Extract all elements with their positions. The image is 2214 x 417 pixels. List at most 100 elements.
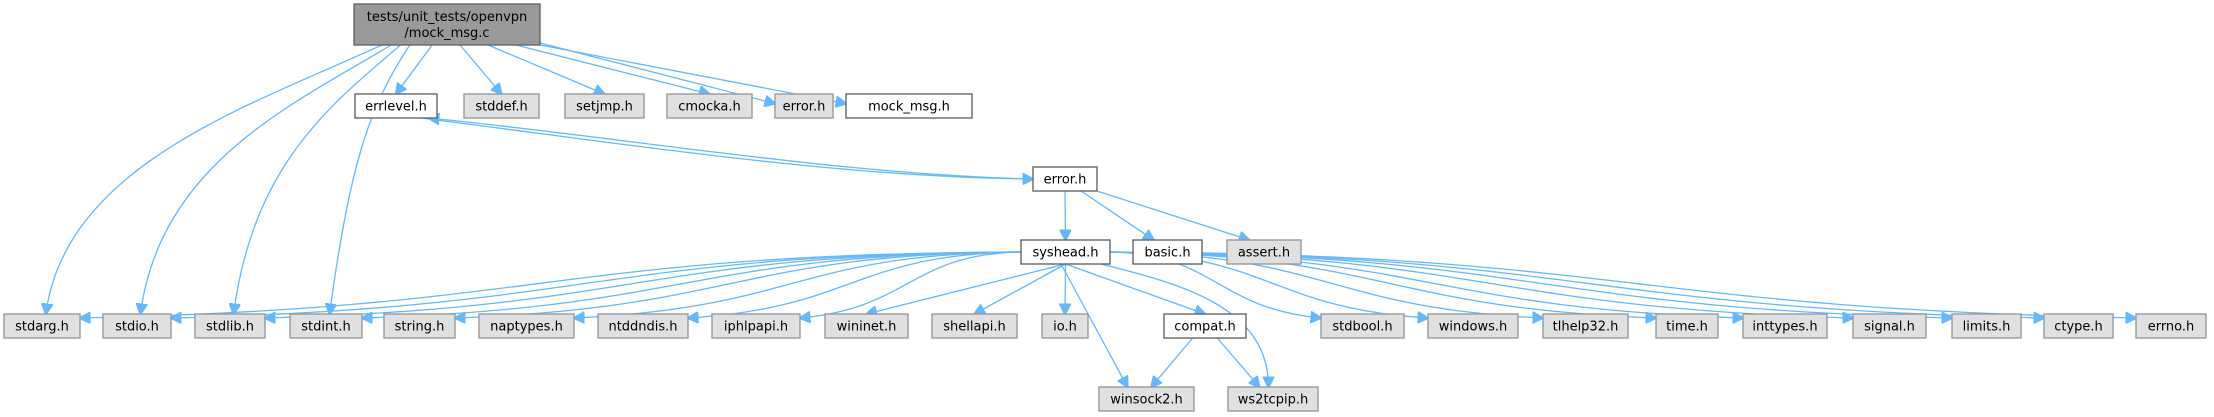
node-label: inttypes.h bbox=[1752, 320, 1817, 335]
node-limits: limits.h bbox=[1951, 313, 2022, 339]
node-label: setjmp.h bbox=[576, 100, 633, 115]
node-label: syshead.h bbox=[1032, 246, 1098, 261]
node-box bbox=[845, 93, 973, 119]
edge-syshead-to-stdio bbox=[171, 251, 1022, 318]
node-box bbox=[478, 313, 575, 339]
edge-syshead-to-time bbox=[1109, 251, 1656, 318]
node-ctype: ctype.h bbox=[2043, 313, 2114, 339]
node-box bbox=[1226, 239, 1302, 265]
node-label: shellapi.h bbox=[943, 320, 1005, 335]
node-box bbox=[597, 313, 689, 339]
node-box bbox=[774, 93, 834, 119]
node-error-ext: error.h bbox=[774, 93, 834, 119]
node-label: signal.h bbox=[1864, 320, 1915, 335]
node-box bbox=[2135, 313, 2207, 339]
node-label: errlevel.h bbox=[365, 100, 427, 115]
node-box bbox=[1852, 313, 1927, 339]
node-label: ntddndis.h bbox=[608, 320, 677, 335]
node-label: wininet.h bbox=[837, 320, 897, 335]
node-stdint: stdint.h bbox=[289, 313, 363, 339]
edge-syshead-to-stdlib bbox=[265, 251, 1022, 318]
node-label: winsock2.h bbox=[1110, 393, 1183, 408]
node-box bbox=[194, 313, 266, 339]
node-basic[interactable]: basic.h bbox=[1132, 239, 1203, 265]
node-box bbox=[1227, 386, 1319, 412]
node-box bbox=[2043, 313, 2114, 339]
edge-error-to-basic bbox=[1080, 190, 1154, 240]
node-io: io.h bbox=[1041, 313, 1089, 339]
node-label: windows.h bbox=[1439, 320, 1507, 335]
node-box bbox=[1320, 313, 1405, 339]
node-box bbox=[1041, 313, 1089, 339]
node-box bbox=[711, 313, 801, 339]
node-stdio: stdio.h bbox=[102, 313, 172, 339]
node-stdlib: stdlib.h bbox=[194, 313, 266, 339]
edges-layer bbox=[46, 42, 2136, 387]
node-label: /mock_msg.c bbox=[404, 26, 489, 41]
edge-root-to-stddef bbox=[459, 44, 501, 94]
node-label: iphlpapi.h bbox=[724, 320, 788, 335]
node-box bbox=[1742, 313, 1828, 339]
node-time: time.h bbox=[1655, 313, 1719, 339]
edge-errlevel-to-error bbox=[420, 117, 1033, 179]
node-box bbox=[383, 313, 456, 339]
node-assert: assert.h bbox=[1226, 239, 1302, 265]
node-stddef: stddef.h bbox=[463, 93, 540, 119]
node-box bbox=[102, 313, 172, 339]
edge-syshead-to-stdint bbox=[362, 251, 1022, 318]
node-label: io.h bbox=[1053, 320, 1077, 335]
node-box bbox=[1427, 313, 1519, 339]
node-label: naptypes.h bbox=[490, 320, 563, 335]
node-ntddndis: ntddndis.h bbox=[597, 313, 689, 339]
edge-compat-to-ws2tcpip bbox=[1216, 337, 1259, 387]
node-label: time.h bbox=[1666, 320, 1708, 335]
node-windows: windows.h bbox=[1427, 313, 1519, 339]
node-iphlpapi: iphlpapi.h bbox=[711, 313, 801, 339]
node-box bbox=[1098, 386, 1195, 412]
node-label: stdlib.h bbox=[206, 320, 254, 335]
node-box bbox=[1020, 239, 1111, 265]
node-label: tlhelp32.h bbox=[1553, 320, 1619, 335]
node-root[interactable]: tests/unit_tests/openvpn/mock_msg.c bbox=[353, 3, 541, 46]
node-box bbox=[931, 313, 1018, 339]
node-label: compat.h bbox=[1174, 320, 1235, 335]
edge-syshead-to-ntddndis bbox=[688, 251, 1022, 318]
node-mock-msg[interactable]: mock_msg.h bbox=[845, 93, 973, 119]
node-box bbox=[1132, 239, 1203, 265]
node-shellapi: shellapi.h bbox=[931, 313, 1018, 339]
edge-root-to-stdio bbox=[140, 44, 392, 314]
node-compat[interactable]: compat.h bbox=[1163, 313, 1247, 339]
edge-syshead-to-naptypes bbox=[574, 251, 1022, 318]
edge-error-to-assert bbox=[1096, 190, 1249, 240]
edge-syshead-to-wininet bbox=[867, 263, 1066, 314]
node-box bbox=[354, 93, 438, 119]
edge-root-to-cmocka bbox=[515, 44, 710, 94]
edge-syshead-to-compat bbox=[1065, 263, 1206, 314]
edge-syshead-to-iphlpapi bbox=[800, 251, 1022, 318]
node-syshead[interactable]: syshead.h bbox=[1020, 239, 1111, 265]
node-errlevel[interactable]: errlevel.h bbox=[354, 93, 438, 119]
node-errno: errno.h bbox=[2135, 313, 2207, 339]
node-box bbox=[824, 313, 909, 339]
node-label: assert.h bbox=[1238, 246, 1290, 261]
node-box bbox=[3, 313, 81, 339]
edge-compat-to-winsock2 bbox=[1151, 337, 1194, 387]
node-box bbox=[1163, 313, 1247, 339]
node-label: limits.h bbox=[1963, 320, 2011, 335]
edge-root-to-setjmp bbox=[487, 44, 605, 94]
node-cmocka: cmocka.h bbox=[666, 93, 753, 119]
edge-syshead-to-shellapi bbox=[975, 263, 1066, 314]
node-box bbox=[666, 93, 753, 119]
node-label: cmocka.h bbox=[678, 100, 741, 115]
edge-root-to-stdint bbox=[330, 44, 411, 314]
node-box bbox=[1032, 166, 1098, 192]
node-box bbox=[353, 3, 541, 46]
node-label: mock_msg.h bbox=[868, 100, 950, 115]
node-box bbox=[564, 93, 645, 119]
node-stdbool: stdbool.h bbox=[1320, 313, 1405, 339]
node-wininet: wininet.h bbox=[824, 313, 909, 339]
edge-syshead-to-string bbox=[455, 251, 1022, 318]
node-box bbox=[463, 93, 540, 119]
node-ws2tcpip: ws2tcpip.h bbox=[1227, 386, 1319, 412]
node-error[interactable]: error.h bbox=[1032, 166, 1098, 192]
